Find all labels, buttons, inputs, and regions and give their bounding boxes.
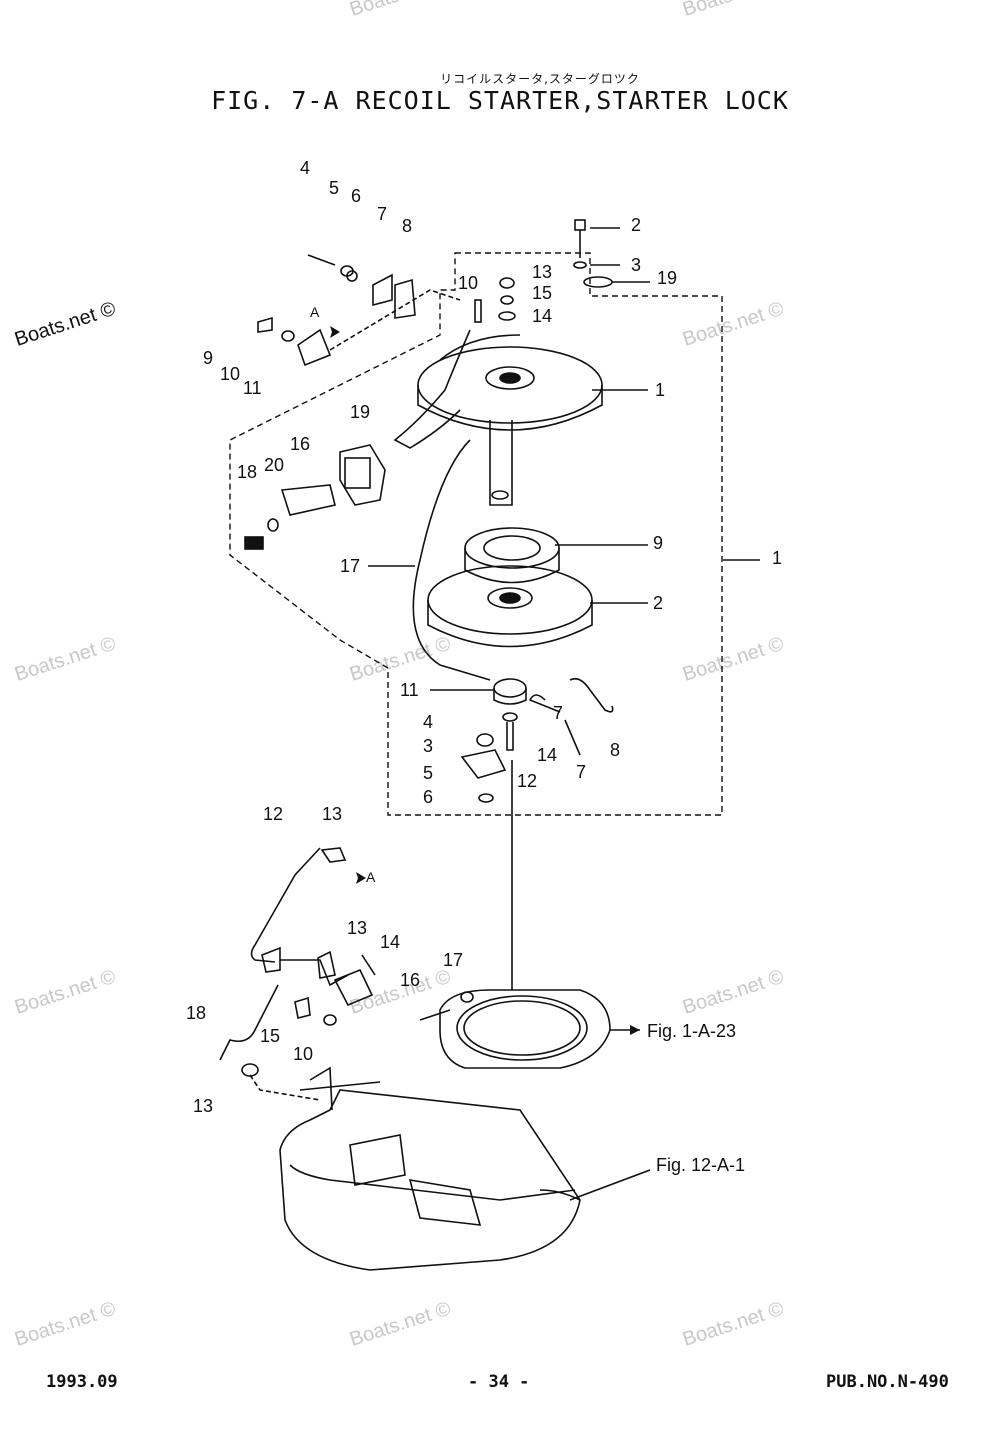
callout-16-lower: 16 <box>400 970 421 990</box>
callout-1: 1 <box>655 380 666 400</box>
nut <box>476 733 494 747</box>
callout-4: 4 <box>300 158 311 178</box>
callout-13-lower: 13 <box>322 804 343 824</box>
starter-cable <box>412 439 491 681</box>
callout-10b: 10 <box>458 273 479 293</box>
callout-4b: 4 <box>423 712 434 732</box>
ref-fig-12-a-1[interactable]: Fig. 12-A-1 <box>656 1155 746 1175</box>
callout-7b: 7 <box>553 703 564 723</box>
callout-5: 5 <box>329 178 340 198</box>
callout-13b-lower: 13 <box>347 918 368 938</box>
callout-18: 18 <box>237 462 258 482</box>
link-rod-18 <box>219 984 279 1061</box>
bolt-4 <box>307 254 336 266</box>
callout-19b: 19 <box>350 402 371 422</box>
callout-18-lower: 18 <box>186 1003 207 1023</box>
callout-2b: 2 <box>653 593 664 613</box>
assembly-outline <box>229 252 723 816</box>
callout-10-lower: 10 <box>293 1044 314 1064</box>
spring-clip <box>528 694 561 713</box>
figure-subtitle-jp: リコイルスタータ,スターグロツク <box>440 72 640 86</box>
callout-17-lower: 17 <box>443 950 464 970</box>
handle-bracket <box>339 444 386 506</box>
callout-10: 10 <box>220 364 241 384</box>
starter-case <box>393 329 603 506</box>
callout-5b: 5 <box>423 763 434 783</box>
footer-publication-number: PUB.NO.N-490 <box>826 1372 949 1392</box>
ref-fig-1-a-23[interactable]: Fig. 1-A-23 <box>647 1021 737 1041</box>
collar <box>583 276 613 288</box>
callout-3b: 3 <box>423 736 434 756</box>
footer-page-number: - 34 - <box>468 1372 530 1392</box>
lower-cowling <box>279 1066 581 1271</box>
callout-15-lower: 15 <box>260 1026 281 1046</box>
callout-8b: 8 <box>610 740 621 760</box>
figure-title: FIG. 7-A RECOIL STARTER,STARTER LOCK <box>211 86 789 115</box>
pawl <box>460 749 507 779</box>
callout-15: 15 <box>532 283 553 303</box>
callout-14b: 14 <box>537 745 558 765</box>
callout-14: 14 <box>532 306 553 326</box>
callout-a-lower: A <box>366 869 376 885</box>
footer-date: 1993.09 <box>46 1372 118 1392</box>
callout-14-lower: 14 <box>380 932 401 952</box>
callout-2: 2 <box>631 215 642 235</box>
callout-6b: 6 <box>423 787 434 807</box>
callout-13c-lower: 13 <box>193 1096 214 1116</box>
callout-11b: 11 <box>400 680 419 700</box>
mount-ring <box>439 989 611 1069</box>
callout-11: 11 <box>243 378 262 398</box>
callout-9b: 9 <box>653 533 664 553</box>
callout-13: 13 <box>532 262 553 282</box>
callout-9: 9 <box>203 348 214 368</box>
callout-12-lower: 12 <box>263 804 284 824</box>
callout-6: 6 <box>351 186 362 206</box>
lock-pin <box>280 484 336 516</box>
callout-20: 20 <box>264 455 285 475</box>
spring <box>464 527 560 569</box>
callout-7: 7 <box>377 204 388 224</box>
link-rod-12 <box>250 847 321 963</box>
callout-7c: 7 <box>576 762 587 782</box>
callout-19: 19 <box>657 268 678 288</box>
callout-8: 8 <box>402 216 413 236</box>
callout-16: 16 <box>290 434 311 454</box>
callout-3: 3 <box>631 255 642 275</box>
callout-12: 12 <box>517 771 538 791</box>
pawl-spring <box>569 677 614 713</box>
callout-a: A <box>310 304 320 320</box>
drive-plate <box>493 678 527 698</box>
callout-1b: 1 <box>772 548 783 568</box>
callout-17: 17 <box>340 556 361 576</box>
